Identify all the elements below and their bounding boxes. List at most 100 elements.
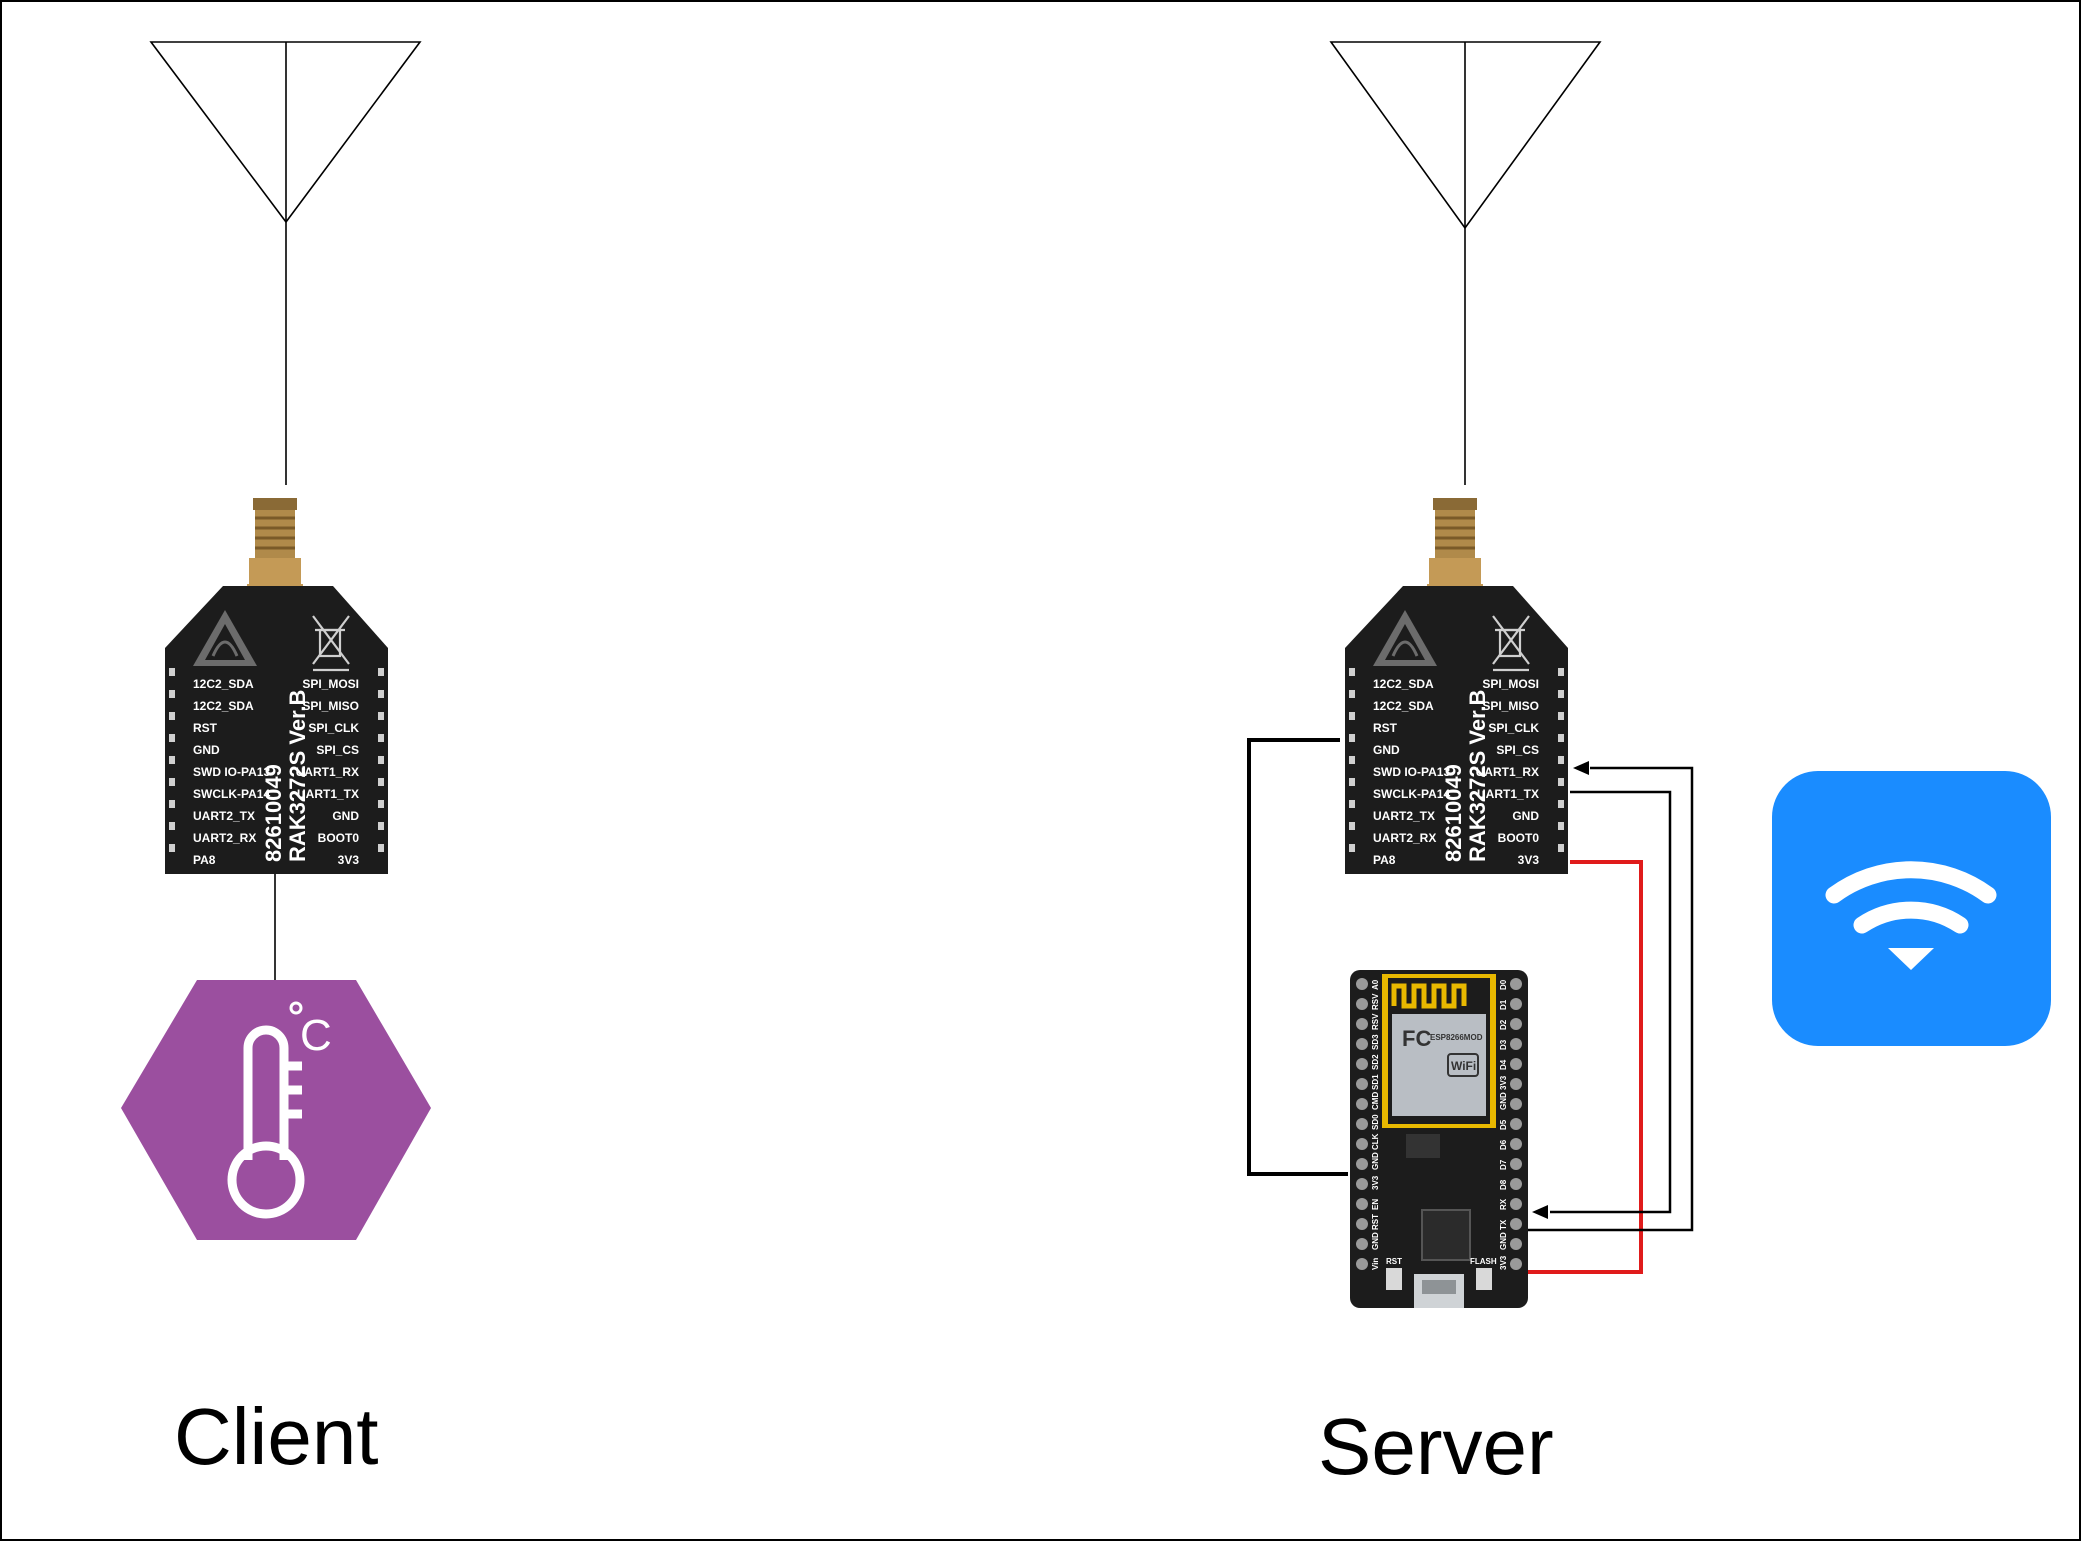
wifi-badge: WiFi bbox=[1451, 1059, 1476, 1073]
rak-right-pin-labels: SPI_MOSI SPI_MISO SPI_CLK SPI_CS UART1_R… bbox=[296, 677, 360, 867]
pin-label: UART2_RX bbox=[1373, 831, 1436, 845]
pin-label: GND bbox=[1373, 743, 1400, 757]
pin-label: EN bbox=[1371, 1199, 1380, 1210]
pin-label: GND bbox=[1371, 1152, 1380, 1170]
pin-label: SPI_MOSI bbox=[302, 677, 359, 691]
pin-label: UART1_TX bbox=[297, 787, 359, 801]
pin-label: CMD bbox=[1371, 1092, 1380, 1110]
weee-bin-icon bbox=[1492, 615, 1530, 672]
wire-3v3 bbox=[1528, 860, 1643, 1274]
pin-label: TX bbox=[1499, 1219, 1508, 1230]
pin-label: PA8 bbox=[193, 853, 216, 867]
rak-part-number: 82610049 bbox=[1441, 764, 1466, 862]
pin-label: SPI_CLK bbox=[1488, 721, 1539, 735]
pin-label: SD3 bbox=[1371, 1034, 1380, 1050]
client-group: 12C2_SDA 12C2_SDA RST GND SWD IO-PA13 SW… bbox=[121, 41, 431, 1481]
rak-model-label: RAK3272S Ver.B bbox=[285, 690, 310, 862]
pin-label: SD1 bbox=[1371, 1074, 1380, 1090]
pin-label: BOOT0 bbox=[318, 831, 360, 845]
temperature-sensor: C bbox=[121, 980, 431, 1240]
pin-label: RST bbox=[1371, 1214, 1380, 1230]
wifi-badge-frame bbox=[1447, 1053, 1479, 1077]
rak-model-label: RAK3272S Ver.B bbox=[1465, 690, 1490, 862]
pin-label: SPI_MISO bbox=[1482, 699, 1539, 713]
pin-label: CLK bbox=[1371, 1133, 1380, 1150]
pin-label: D0 bbox=[1499, 979, 1508, 990]
temperature-unit: C bbox=[300, 1011, 332, 1060]
pin-label: UART1_RX bbox=[296, 765, 359, 779]
pin-label: D5 bbox=[1499, 1119, 1508, 1130]
pin-label: SPI_MISO bbox=[302, 699, 359, 713]
server-rak-module: 12C2_SDA 12C2_SDA RST GND SWD IO-PA13 SW… bbox=[1345, 498, 1568, 874]
pin-label: D1 bbox=[1499, 999, 1508, 1010]
wire-uart1-tx bbox=[1550, 790, 1672, 1214]
esp-left-pin-holes bbox=[1356, 978, 1368, 1270]
pin-label: 12C2_SDA bbox=[1373, 677, 1434, 691]
pin-label: SPI_CLK bbox=[308, 721, 359, 735]
pin-label: 12C2_SDA bbox=[1373, 699, 1434, 713]
pin-label: D8 bbox=[1499, 1179, 1508, 1190]
rak-part-number: 82610049 bbox=[261, 764, 286, 862]
pin-label: D4 bbox=[1499, 1059, 1508, 1070]
usb-uart-chip bbox=[1421, 1209, 1471, 1261]
arrow-to-rak-rx bbox=[1573, 761, 1589, 775]
esp-shield-can bbox=[1392, 1014, 1486, 1116]
pin-label: GND bbox=[1512, 809, 1539, 823]
server-caption: Server bbox=[1318, 1402, 1554, 1491]
rak-pads bbox=[169, 668, 384, 852]
rak-left-pin-labels: 12C2_SDA 12C2_SDA RST GND SWD IO-PA13 SW… bbox=[193, 677, 270, 867]
pin-label: RST bbox=[1373, 721, 1398, 735]
regulator-chip bbox=[1406, 1134, 1440, 1158]
flash-button-label: FLASH bbox=[1470, 1257, 1497, 1266]
wifi-dot bbox=[1888, 948, 1934, 970]
wiring bbox=[1247, 738, 1694, 1274]
client-caption: Client bbox=[174, 1392, 379, 1481]
pin-label: Vin bbox=[1371, 1258, 1380, 1270]
pin-label: UART2_RX bbox=[193, 831, 256, 845]
pin-label: UART1_RX bbox=[1476, 765, 1539, 779]
esd-warning-icon bbox=[1373, 610, 1437, 666]
pin-label: SPI_CS bbox=[1496, 743, 1539, 757]
pin-label: D6 bbox=[1499, 1139, 1508, 1150]
weee-bin-icon bbox=[312, 615, 350, 672]
rak-left-pin-labels: 12C2_SDA 12C2_SDA RST GND SWD IO-PA13 SW… bbox=[1373, 677, 1450, 867]
pin-label: SD0 bbox=[1371, 1114, 1380, 1130]
pin-label: 3V3 bbox=[1499, 1255, 1508, 1270]
rak-pads bbox=[1349, 668, 1564, 852]
thermometer-icon bbox=[227, 1025, 305, 1219]
pin-label: GND bbox=[1499, 1232, 1508, 1250]
pin-label: 3V3 bbox=[338, 853, 360, 867]
esp-right-pin-holes bbox=[1510, 978, 1522, 1270]
pin-label: RX bbox=[1499, 1198, 1508, 1210]
pin-label: UART1_TX bbox=[1477, 787, 1539, 801]
pin-label: SWD IO-PA13 bbox=[1373, 765, 1450, 779]
pin-label: RSV bbox=[1371, 993, 1380, 1010]
pin-label: RSV bbox=[1371, 1013, 1380, 1030]
pin-label: D3 bbox=[1499, 1039, 1508, 1050]
pin-label: SD2 bbox=[1371, 1054, 1380, 1070]
pin-label: SPI_MOSI bbox=[1482, 677, 1539, 691]
flash-button bbox=[1476, 1268, 1492, 1290]
pcb-antenna-trace bbox=[1391, 983, 1467, 1009]
server-group: 12C2_SDA 12C2_SDA RST GND SWD IO-PA13 SW… bbox=[1247, 41, 2051, 1491]
pin-label: 12C2_SDA bbox=[193, 699, 254, 713]
pin-label: 12C2_SDA bbox=[193, 677, 254, 691]
client-antenna-icon bbox=[149, 41, 422, 485]
esp-left-pin-labels: A0 RSV RSV SD3 SD2 SD1 CMD SD0 CLK GND 3… bbox=[1371, 979, 1380, 1270]
pin-label: GND bbox=[1371, 1232, 1380, 1250]
wire-gnd bbox=[1247, 738, 1348, 1176]
arrow-to-esp-rx bbox=[1532, 1205, 1548, 1219]
pin-label: 3V3 bbox=[1499, 1075, 1508, 1090]
pin-label: D7 bbox=[1499, 1159, 1508, 1170]
pin-label: PA8 bbox=[1373, 853, 1396, 867]
pin-label: UART2_TX bbox=[193, 809, 255, 823]
pin-label: SWCLK-PA14 bbox=[193, 787, 270, 801]
pin-label: 3V3 bbox=[1518, 853, 1540, 867]
pin-label: RST bbox=[193, 721, 218, 735]
rak-right-pin-labels: SPI_MOSI SPI_MISO SPI_CLK SPI_CS UART1_R… bbox=[1476, 677, 1540, 867]
esp-module-model: ESP8266MOD bbox=[1430, 1033, 1483, 1042]
pin-label: SWCLK-PA14 bbox=[1373, 787, 1450, 801]
pin-label: GND bbox=[1499, 1092, 1508, 1110]
pin-label: GND bbox=[193, 743, 220, 757]
